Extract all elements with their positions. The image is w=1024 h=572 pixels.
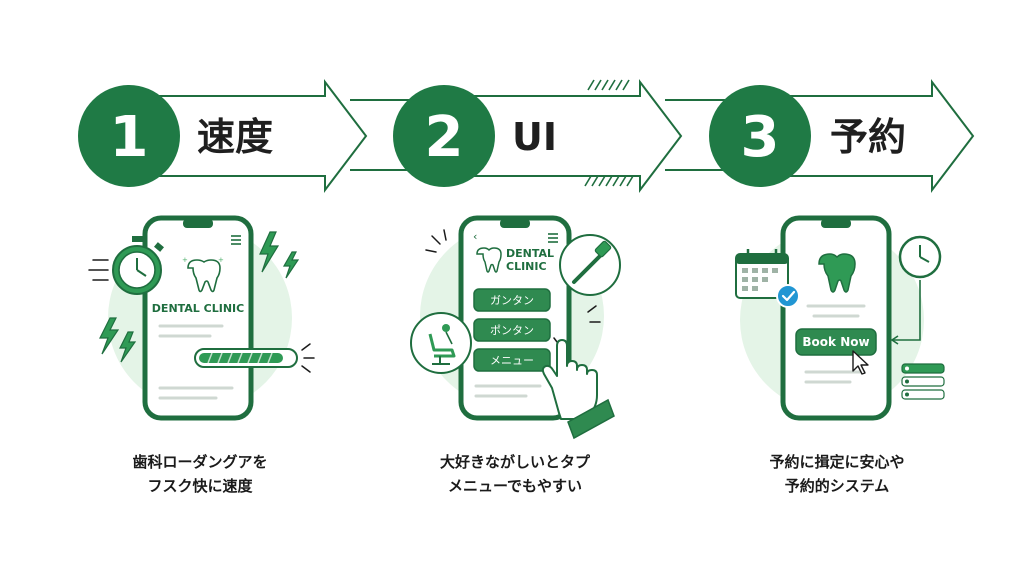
lightning-icon	[99, 231, 300, 363]
tooth-icon	[187, 259, 221, 293]
step-1-arrow	[130, 79, 368, 193]
step-2-screen-title-line2: CLINIC	[506, 260, 547, 273]
toothbrush-icon	[559, 234, 621, 296]
calendar-icon	[735, 249, 789, 299]
tooth-icon	[476, 247, 502, 273]
step-1-heading: 速度	[197, 115, 273, 159]
step-3-arrow	[760, 79, 975, 193]
step-2-caption: 大好きながしいとタプ メニューでもやすい	[365, 450, 665, 498]
step-1-illustration: + + DENTAL CLINIC	[88, 215, 315, 421]
menu-button-3[interactable]: メニュー	[473, 348, 551, 372]
step-3-badge: 3	[709, 85, 811, 187]
svg-text:メニュー: メニュー	[490, 354, 534, 367]
menu-button-2[interactable]: ポンタン	[473, 318, 551, 342]
step-2-arrow	[445, 79, 683, 193]
step-3-heading: 予約	[830, 115, 906, 159]
book-now-label: Book Now	[802, 335, 869, 349]
svg-text:+: +	[182, 256, 188, 264]
arrow-connectors	[350, 79, 735, 187]
step-1-caption-line2: フスク快に速度	[147, 477, 253, 495]
loading-progress-bar	[194, 348, 298, 368]
step-2-caption-line2: メニューでもやすい	[447, 477, 583, 495]
step-2-screen-title-line1: DENTAL	[506, 247, 554, 260]
step-1-badge: 1	[78, 85, 180, 187]
back-icon[interactable]: ‹	[473, 230, 477, 243]
svg-text:+: +	[218, 256, 224, 264]
step-3-illustration: Book Now	[735, 215, 945, 421]
step-1-caption: 歯科ローダングアを フスク快に速度	[50, 450, 350, 498]
step-2-heading: UI	[512, 115, 557, 159]
step-1-screen-title: DENTAL CLINIC	[152, 302, 244, 315]
menu-button-1[interactable]: ガンタン	[473, 288, 551, 312]
step-3-caption-line1: 予約に揖定に安心や	[769, 453, 905, 471]
step-2-illustration: ‹ DENTAL CLINIC ガンタン ポンタン メニュー	[410, 215, 621, 440]
menu-icon[interactable]	[548, 233, 558, 243]
svg-text:ガンタン: ガンタン	[490, 294, 534, 307]
step-1-number: 1	[110, 105, 149, 170]
hand-pointer-icon	[541, 339, 615, 440]
list-items-icon	[901, 363, 945, 400]
menu-icon[interactable]	[231, 235, 241, 245]
step-2-number: 2	[425, 105, 464, 170]
step-1-caption-line1: 歯科ローダングアを	[132, 453, 268, 471]
step-3-caption: 予約に揖定に安心や 予約的システム	[687, 450, 987, 498]
step-3-caption-line2: 予約的システム	[784, 477, 890, 495]
step-2-caption-line1: 大好きながしいとタプ	[439, 453, 590, 471]
stopwatch-icon	[88, 236, 164, 295]
dental-chair-icon	[410, 312, 472, 374]
step-2-badge: 2	[393, 85, 495, 187]
phone-3	[780, 215, 892, 421]
check-icon	[776, 284, 800, 308]
clock-icon	[898, 235, 942, 279]
cursor-icon	[852, 350, 869, 375]
book-now-button[interactable]: Book Now	[795, 328, 877, 356]
svg-text:ポンタン: ポンタン	[490, 324, 534, 337]
tooth-icon	[818, 253, 856, 293]
step-3-number: 3	[741, 105, 780, 170]
